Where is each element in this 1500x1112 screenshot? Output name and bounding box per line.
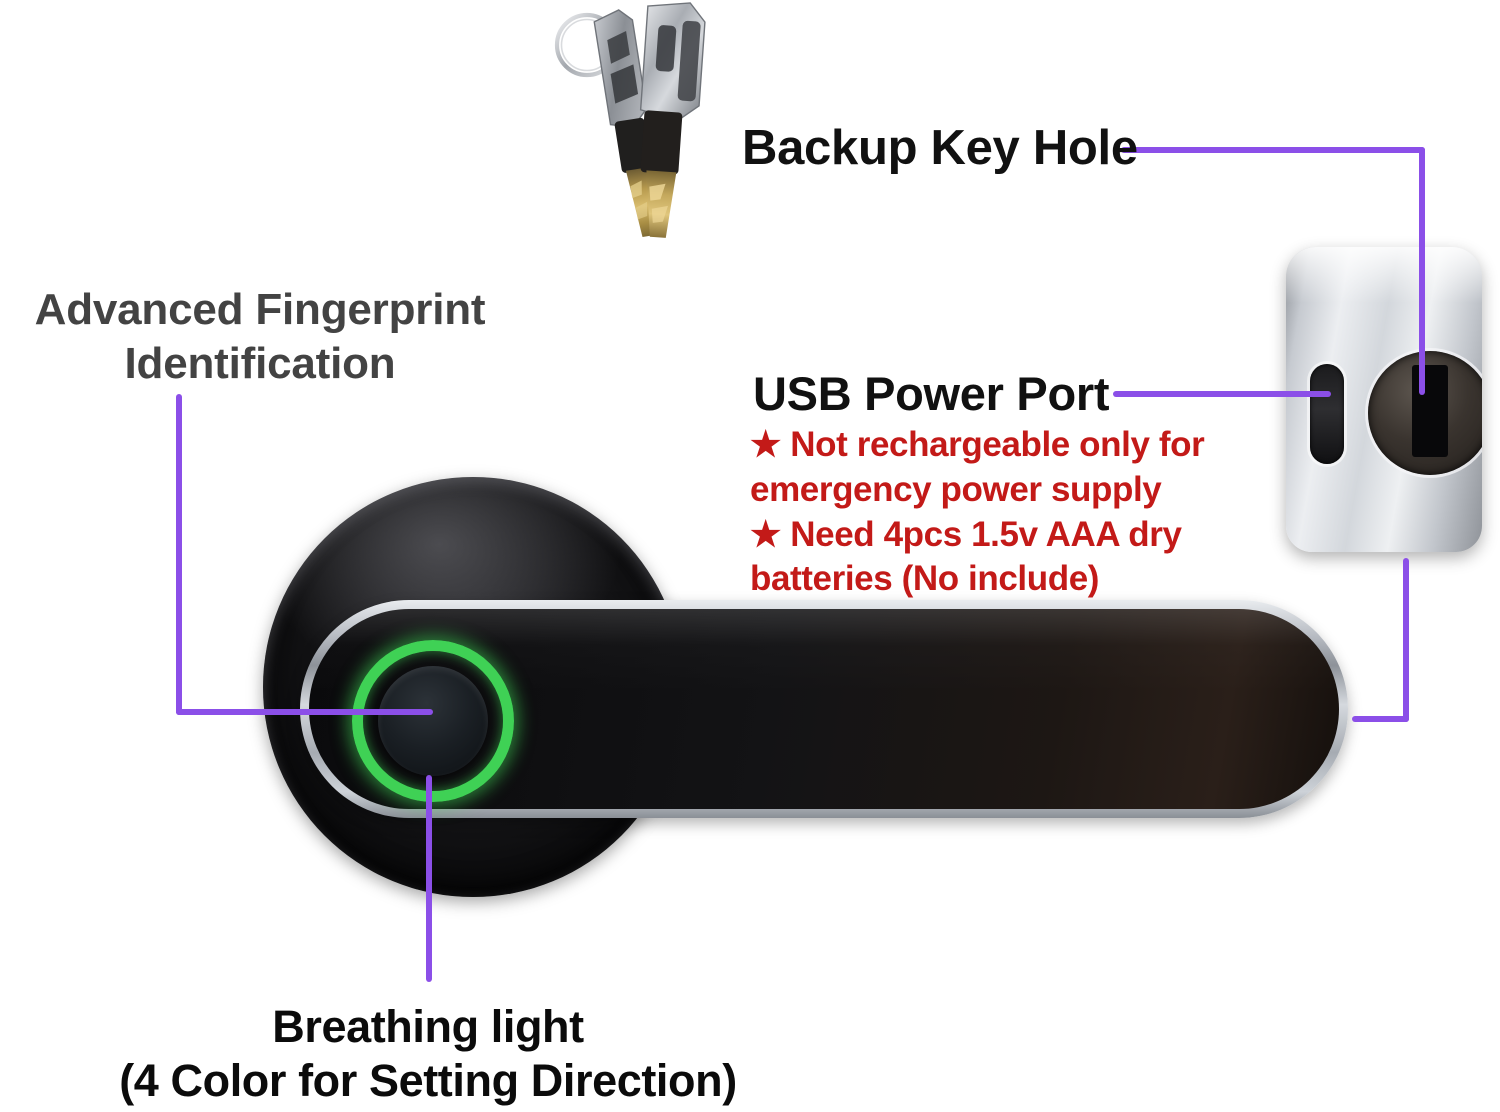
callout-breathing-light: Breathing light (4 Color for Setting Dir… bbox=[48, 1000, 808, 1108]
keyway-slot bbox=[1412, 365, 1448, 457]
callout-usb-notes: ★ Not rechargeable only for emergency po… bbox=[750, 423, 1250, 602]
fingerprint-line-2: Identification bbox=[124, 338, 396, 388]
leader-fingerprint-vertical bbox=[176, 394, 182, 715]
callout-usb-power-port: USB Power Port bbox=[753, 367, 1110, 420]
usb-note-line-4: batteries (No include) bbox=[750, 559, 1100, 599]
leader-handle-vertical bbox=[1403, 558, 1409, 722]
leader-handle-horizontal bbox=[1352, 716, 1409, 722]
callout-backup-key-hole: Backup Key Hole bbox=[742, 121, 1138, 175]
leader-breathing-light bbox=[426, 775, 432, 982]
key-cylinder[interactable] bbox=[1368, 351, 1482, 475]
fingerprint-line-1: Advanced Fingerprint bbox=[34, 285, 486, 334]
fingerprint-pad[interactable] bbox=[378, 666, 488, 776]
usb-note-line-2: emergency power supply bbox=[750, 469, 1162, 509]
leader-usb-power-port bbox=[1113, 391, 1331, 397]
usb-note-line-3: ★ Need 4pcs 1.5v AAA dry bbox=[750, 514, 1182, 554]
lock-end-cap-module bbox=[1286, 247, 1482, 552]
callout-fingerprint: Advanced Fingerprint Identification bbox=[0, 283, 520, 390]
leader-backup-key-hole-horizontal bbox=[1121, 147, 1425, 153]
breathing-light-line-2: (4 Color for Setting Direction) bbox=[119, 1055, 737, 1106]
usb-power-slot[interactable] bbox=[1310, 364, 1344, 464]
leader-backup-key-hole-vertical bbox=[1419, 147, 1425, 395]
backup-keys-photo bbox=[532, 0, 747, 240]
leader-fingerprint-horizontal bbox=[176, 709, 433, 715]
keys-icon bbox=[554, 2, 706, 238]
breathing-light-ring bbox=[352, 640, 514, 802]
usb-note-line-1: ★ Not rechargeable only for bbox=[750, 425, 1205, 464]
breathing-light-line-1: Breathing light bbox=[272, 1001, 584, 1052]
fingerprint-sensor[interactable] bbox=[352, 640, 514, 802]
